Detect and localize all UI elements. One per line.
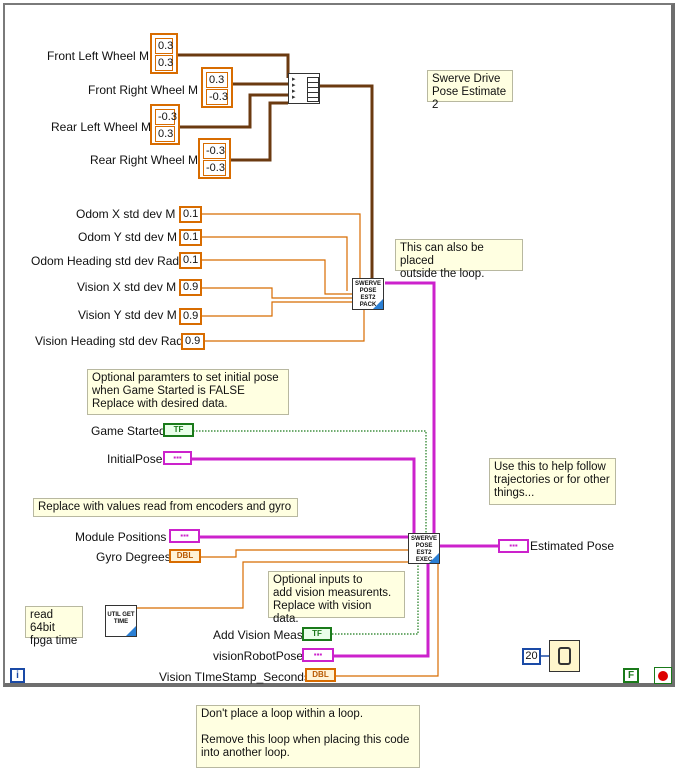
replace-values-note: Replace with values read from encoders a… xyxy=(33,498,298,517)
vision-robot-pose-label: visionRobotPose xyxy=(213,649,304,663)
false-constant[interactable]: F xyxy=(623,668,639,683)
util-get-time-vi[interactable]: UTIL GET TIME xyxy=(105,605,137,637)
initial-pose-label: InitialPose xyxy=(107,452,163,466)
vision-x-std-dev-value[interactable]: 0.9 xyxy=(179,279,202,296)
game-started-label: Game Started xyxy=(91,424,166,438)
vision-timestamp-terminal[interactable]: DBL xyxy=(305,668,336,682)
front-left-wheel-value-1[interactable]: 0.3 xyxy=(155,55,173,71)
rear-left-wheel-value-1[interactable]: 0.3 xyxy=(155,126,175,142)
rear-right-wheel-label: Rear Right Wheel M xyxy=(90,153,199,167)
vision-y-std-dev-label: Vision Y std dev M xyxy=(78,308,177,322)
fpga-time-note: read 64bit fpga time xyxy=(25,606,83,647)
front-right-wheel-control[interactable]: 0.3 -0.3 xyxy=(201,67,233,108)
rear-left-wheel-control[interactable]: -0.3 0.3 xyxy=(150,104,180,145)
stopwatch-icon xyxy=(558,647,571,665)
front-right-wheel-value-0[interactable]: 0.3 xyxy=(206,72,228,88)
swerve-pose-est2-exec-vi[interactable]: SWERVE POSE EST2 EXEC xyxy=(408,533,440,564)
front-left-wheel-value-0[interactable]: 0.3 xyxy=(155,38,173,54)
wait-ms-constant[interactable]: 20 xyxy=(522,648,541,665)
rear-left-wheel-value-0[interactable]: -0.3 xyxy=(155,109,177,125)
array-icon xyxy=(307,77,319,102)
rear-right-wheel-control[interactable]: -0.3 -0.3 xyxy=(198,138,231,179)
vision-heading-std-dev-value[interactable]: 0.9 xyxy=(181,333,205,350)
add-vision-meas-terminal[interactable]: TF xyxy=(302,627,332,641)
build-array-node[interactable]: ▸▸▸▸ xyxy=(288,73,320,104)
arrow-icon: ▸▸▸▸ xyxy=(292,76,296,101)
vision-heading-std-dev-label: Vision Heading std dev Rad xyxy=(35,334,183,348)
wait-function[interactable] xyxy=(549,640,580,672)
odom-heading-std-dev-value[interactable]: 0.1 xyxy=(179,252,202,269)
vision-y-std-dev-value[interactable]: 0.9 xyxy=(179,308,202,325)
title-note: Swerve Drive Pose Estimate 2 xyxy=(427,70,513,111)
front-right-wheel-value-1[interactable]: -0.3 xyxy=(206,89,228,105)
swerve-pose-est2-pack-vi[interactable]: SWERVE POSE EST2 PACK xyxy=(352,278,384,310)
rear-right-wheel-value-1[interactable]: -0.3 xyxy=(203,160,226,176)
odom-x-std-dev-value[interactable]: 0.1 xyxy=(179,206,202,223)
vision-timestamp-label: Vision TImeStamp_Seconds xyxy=(159,670,310,684)
loop-warning-note: Don't place a loop within a loop. Remove… xyxy=(196,705,420,768)
estimated-pose-terminal[interactable]: ▪▪▪ xyxy=(498,539,529,553)
add-vision-meas-label: Add Vision Meas xyxy=(213,628,303,642)
optional-params-note: Optional paramters to set initial pose w… xyxy=(87,369,289,415)
rear-right-wheel-value-0[interactable]: -0.3 xyxy=(203,143,226,159)
gyro-degrees-label: Gyro Degrees xyxy=(96,550,171,564)
game-started-terminal[interactable]: TF xyxy=(163,423,194,437)
rear-left-wheel-label: Rear Left Wheel M xyxy=(51,120,152,134)
stop-condition-terminal[interactable] xyxy=(654,667,672,684)
odom-y-std-dev-label: Odom Y std dev M xyxy=(78,230,177,244)
follow-trajectories-note: Use this to help follow trajectories or … xyxy=(489,458,616,505)
odom-x-std-dev-label: Odom X std dev M xyxy=(76,207,176,221)
stop-icon xyxy=(658,671,668,681)
module-positions-terminal[interactable]: ▪▪▪ xyxy=(169,529,200,543)
front-left-wheel-control[interactable]: 0.3 0.3 xyxy=(150,33,178,74)
module-positions-label: Module Positions xyxy=(75,530,167,544)
front-right-wheel-label: Front Right Wheel M xyxy=(88,83,199,97)
gyro-degrees-terminal[interactable]: DBL xyxy=(169,549,201,563)
vision-inputs-note: Optional inputs to add vision measurents… xyxy=(268,571,405,625)
initial-pose-terminal[interactable]: ▪▪▪ xyxy=(163,451,192,465)
vision-x-std-dev-label: Vision X std dev M xyxy=(77,280,177,294)
outside-loop-note: This can also be placed outside the loop… xyxy=(395,239,523,280)
odom-heading-std-dev-label: Odom Heading std dev Rad xyxy=(31,254,180,268)
vision-robot-pose-terminal[interactable]: ▪▪▪ xyxy=(302,648,334,662)
iteration-terminal[interactable]: i xyxy=(10,668,25,683)
while-loop-border xyxy=(3,3,675,687)
estimated-pose-label: Estimated Pose xyxy=(530,539,615,553)
odom-y-std-dev-value[interactable]: 0.1 xyxy=(179,229,202,246)
front-left-wheel-label: Front Left Wheel M xyxy=(47,49,150,63)
